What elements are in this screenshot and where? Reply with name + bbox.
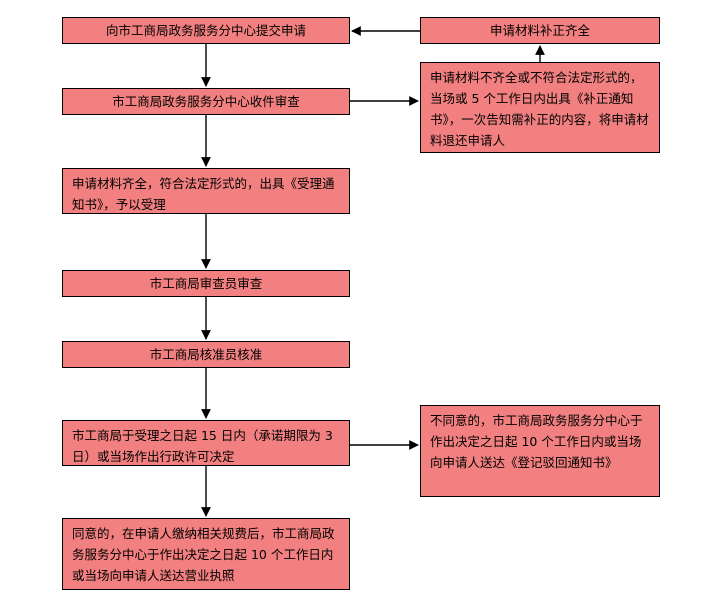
node-examiner-review: 市工商局审查员审查	[62, 270, 350, 297]
node-acceptance-notice: 申请材料齐全，符合法定形式的，出具《受理通知书》，予以受理	[62, 168, 350, 214]
node-license-delivery: 同意的，在申请人缴纳相关规费后，市工商局政务服务分中心于作出决定之日起 10 个…	[62, 518, 350, 590]
node-submit-application: 向市工商局政务服务分中心提交申请	[62, 17, 350, 44]
node-intake-review: 市工商局政务服务分中心收件审查	[62, 88, 350, 115]
node-rejection-notice: 不同意的，市工商局政务服务分中心于作出决定之日起 10 个工作日内或当场向申请人…	[420, 405, 660, 497]
node-license-decision: 市工商局于受理之日起 15 日内（承诺期限为 3 日）或当场作出行政许可决定	[62, 420, 350, 466]
node-approver-approval: 市工商局核准员核准	[62, 341, 350, 368]
node-supplement-notice: 申请材料不齐全或不符合法定形式的，当场或 5 个工作日内出具《补正通知书》，一次…	[420, 62, 660, 153]
node-supplement-complete: 申请材料补正齐全	[420, 17, 660, 44]
